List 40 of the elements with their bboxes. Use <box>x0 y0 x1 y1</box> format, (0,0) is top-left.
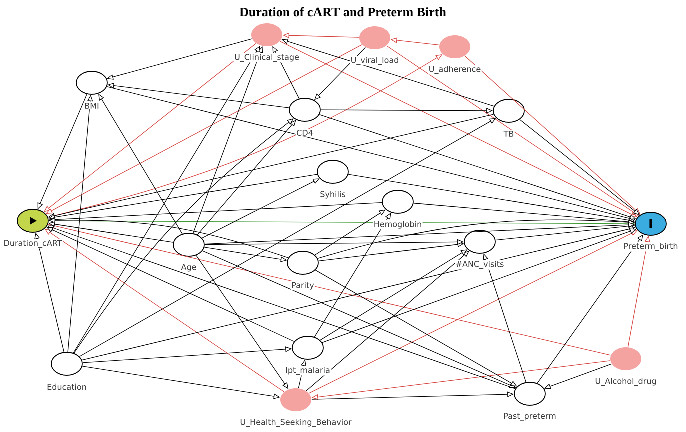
ellipse-node <box>287 251 319 275</box>
ellipse-node <box>360 26 390 50</box>
variable-label: Past_preterm <box>502 412 558 422</box>
ellipse-node <box>76 71 108 95</box>
variable-label: CD4 <box>296 129 314 137</box>
ellipse-node <box>280 388 312 412</box>
arrow <box>197 120 296 236</box>
ellipse-node <box>514 382 546 406</box>
arrow <box>74 118 294 354</box>
ellipse-node <box>289 98 321 122</box>
arrow <box>107 38 252 80</box>
ellipse-node <box>610 348 642 370</box>
variable-label: Syhilis <box>319 190 347 200</box>
arrow <box>306 251 470 392</box>
ellipse-node <box>440 36 470 58</box>
arrow <box>196 255 289 390</box>
ellipse-node <box>292 336 324 360</box>
variable-label: TB <box>503 130 515 138</box>
variable-label: Age <box>180 264 198 272</box>
variable-label: Education <box>46 383 88 391</box>
ellipse-node <box>464 230 496 254</box>
variable-label: U_adherence <box>428 65 482 75</box>
ellipse-node <box>173 233 205 257</box>
title: Duration of cART and Preterm Birth <box>240 7 446 17</box>
variable-label: U_Alcohol_drug <box>594 377 658 387</box>
arrow <box>537 234 644 384</box>
ellipse-node <box>252 24 282 46</box>
ellipse-node <box>382 190 414 214</box>
variable-label: Parity <box>290 281 316 291</box>
arrow <box>192 46 264 234</box>
arrow <box>314 210 386 256</box>
ellipse-node <box>51 352 83 376</box>
ellipse-node <box>493 99 525 123</box>
variable-label: U_viral_load <box>350 56 400 66</box>
arrow <box>48 226 516 390</box>
ellipse-node <box>635 212 667 236</box>
variable-label: U_Health_Seeking_Behavior <box>240 418 352 428</box>
ellipse-node <box>317 160 349 184</box>
arrow <box>464 56 641 215</box>
ellipse-node <box>17 209 49 233</box>
